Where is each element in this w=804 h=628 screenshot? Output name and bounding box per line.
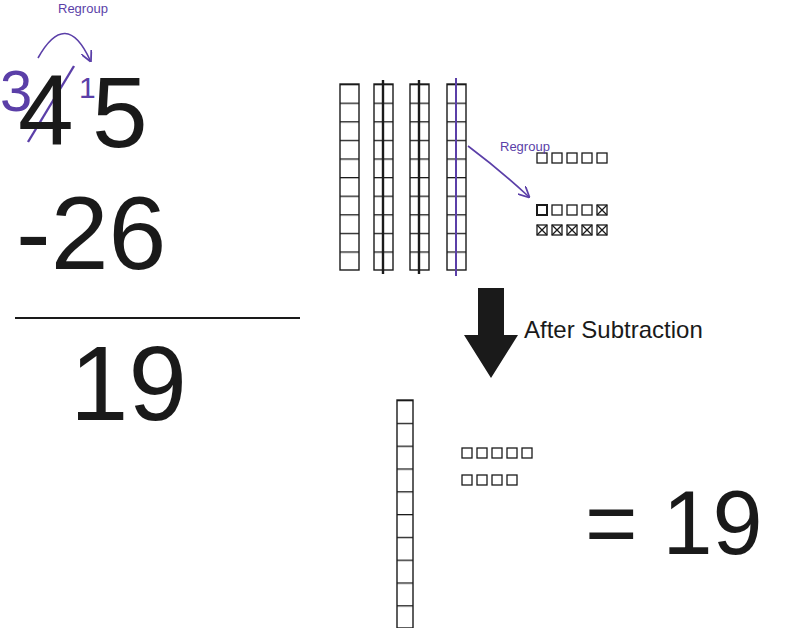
tens-rods (340, 78, 466, 276)
result: = 19 (585, 478, 763, 568)
tens-rod (397, 400, 413, 628)
ones-cubes (537, 153, 607, 163)
crossed-digit: 4 (18, 60, 74, 160)
regrouped-ones (537, 205, 607, 235)
ones-cubes (462, 448, 532, 485)
regroup-arrow (468, 146, 528, 196)
step-label: After Subtraction (524, 318, 703, 342)
regroup-note: Regroup (58, 2, 108, 15)
regroup-note: Regroup (500, 140, 550, 153)
regroup-arrow (38, 33, 90, 60)
down-arrow (464, 288, 518, 378)
difference: 19 (70, 331, 187, 436)
subtrahend: -26 (16, 181, 166, 285)
answer-line (15, 317, 300, 319)
digit: 5 (92, 62, 148, 162)
